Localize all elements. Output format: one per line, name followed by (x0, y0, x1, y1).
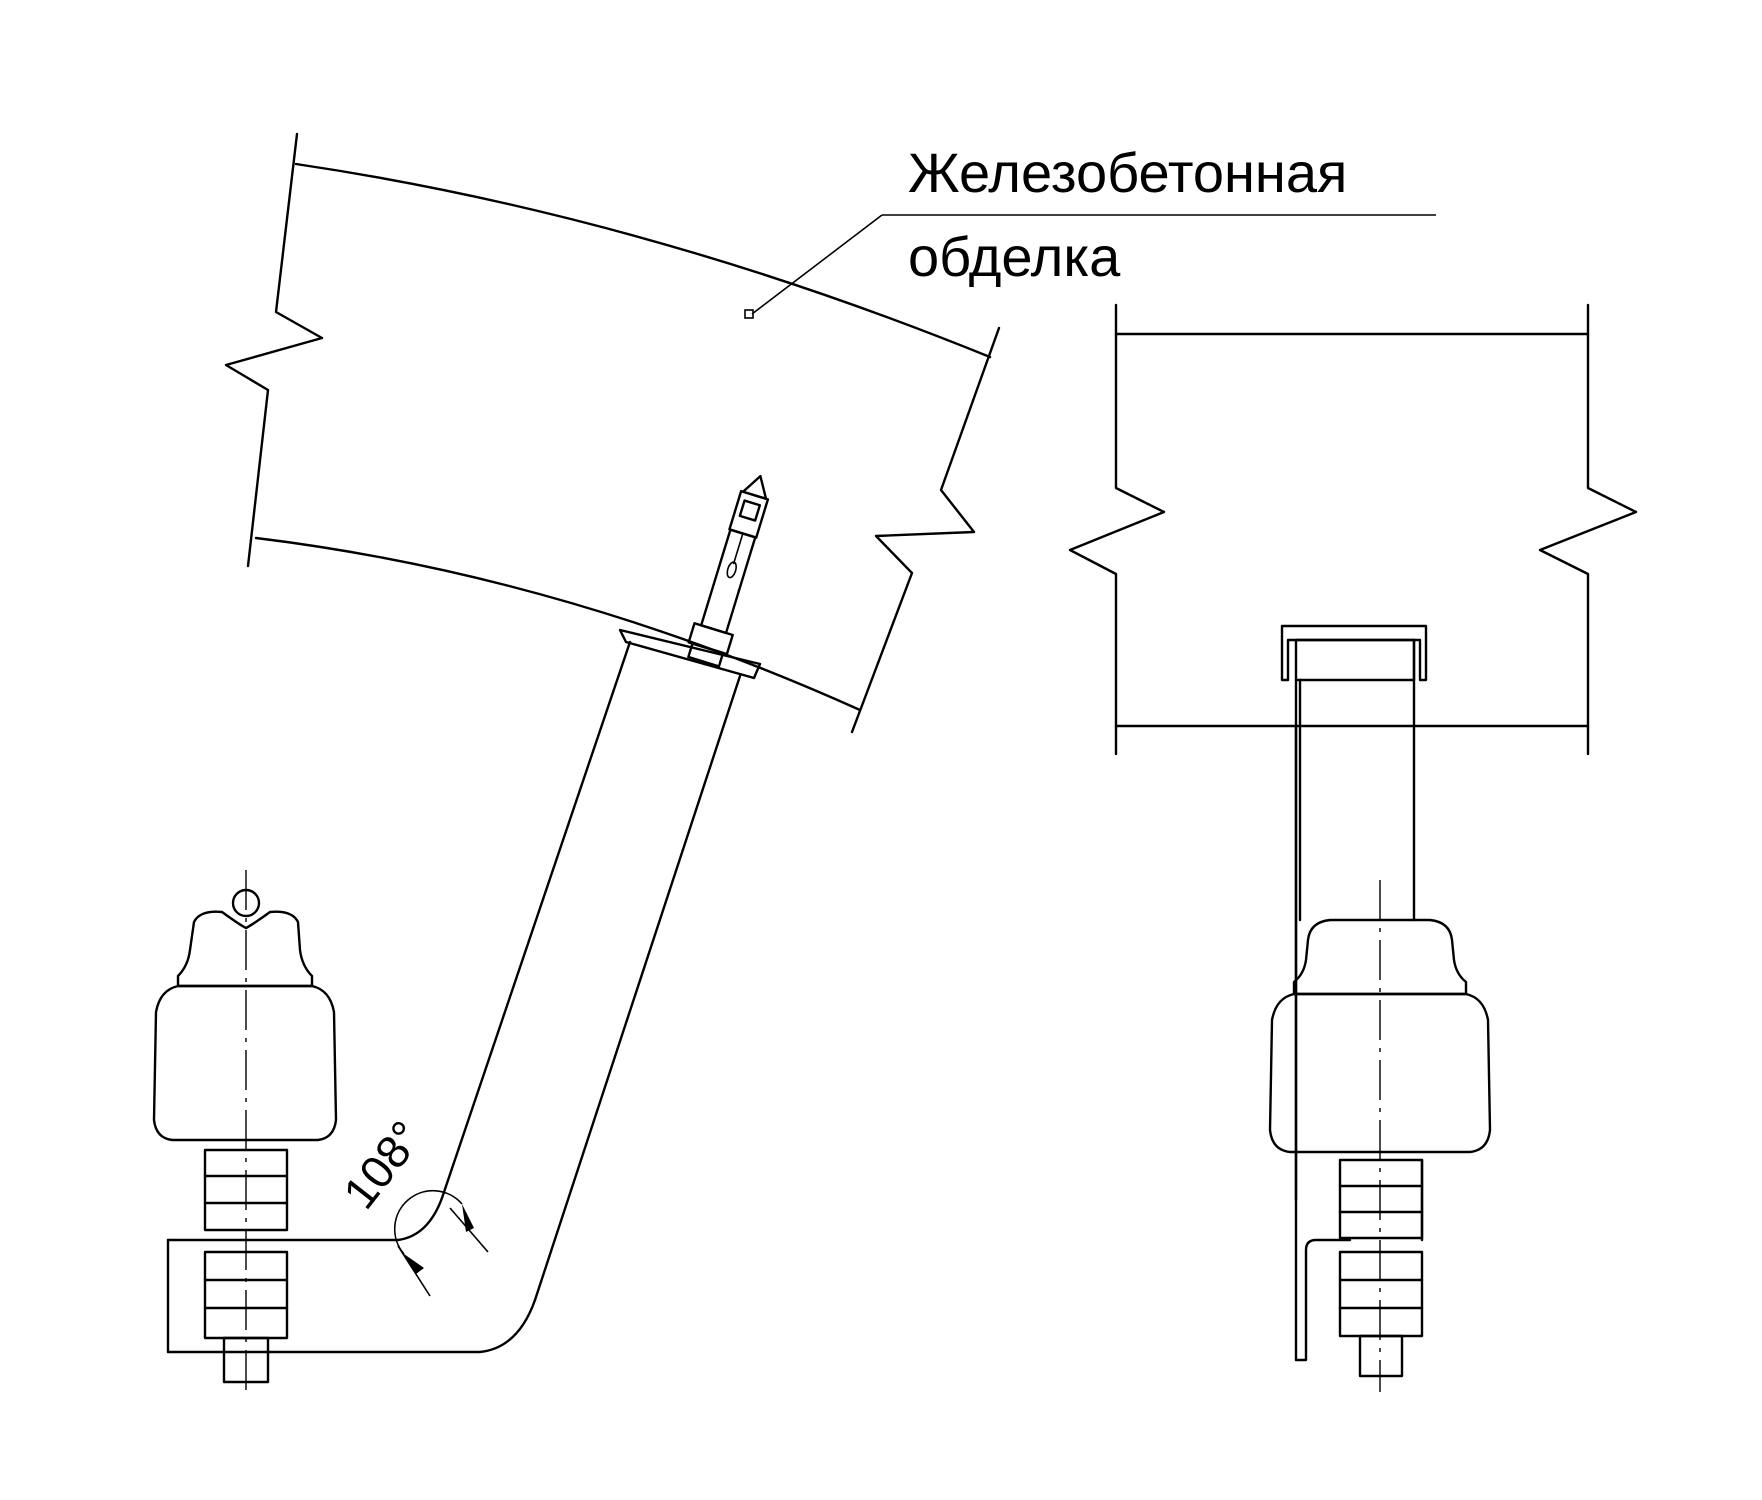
lining-section-inclined (224, 132, 1001, 734)
insulator-right (1268, 880, 1492, 1392)
bracket-front (1280, 624, 1428, 1362)
bracket-arm-inclined (166, 640, 742, 1354)
base-plate-inclined (618, 628, 762, 680)
anchor-bolt (687, 474, 770, 668)
callout-leader (744, 214, 1436, 319)
angle-dimension: 108° (333, 1111, 489, 1297)
callout-label-line1: Железобетонная (908, 141, 1347, 204)
lining-section-front (1068, 303, 1638, 756)
angle-label: 108° (333, 1111, 433, 1218)
callout-label-line2: обделка (908, 225, 1121, 288)
insulator-left (152, 870, 338, 1392)
